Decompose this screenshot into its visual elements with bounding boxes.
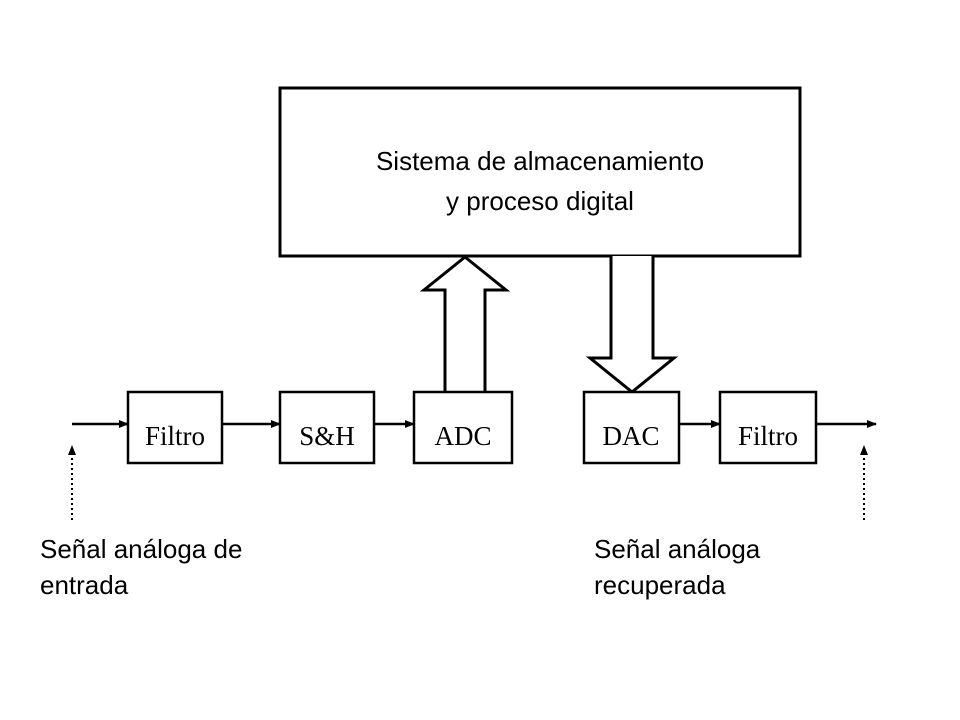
adc-to-storage-arrow (419, 255, 511, 392)
storage-to-dac-arrow (585, 256, 679, 394)
sample-hold-label: S&H (299, 421, 355, 451)
storage-block-title-line1: Sistema de almacenamiento (376, 146, 704, 176)
output-signal-caption-line1: Señal análoga (594, 534, 761, 564)
input-signal-caption-line1: Señal análoga de (40, 534, 242, 564)
dac-label: DAC (602, 421, 659, 451)
adc-block: ADC (412, 390, 514, 465)
sample-hold-block: S&H (278, 390, 376, 465)
adc-label: ADC (434, 421, 491, 451)
filter-in-label: Filtro (145, 421, 205, 451)
filter-out-label: Filtro (738, 421, 798, 451)
storage-block-title-line2: y proceso digital (446, 186, 634, 216)
dac-block: DAC (582, 390, 681, 465)
input-signal-caption-line2: entrada (40, 570, 129, 600)
filter-out-block: Filtro (718, 390, 818, 465)
filter-in-block: Filtro (126, 390, 224, 465)
storage-processing-block: Sistema de almacenamiento y proceso digi… (278, 86, 802, 258)
output-signal-caption-line2: recuperada (594, 570, 726, 600)
